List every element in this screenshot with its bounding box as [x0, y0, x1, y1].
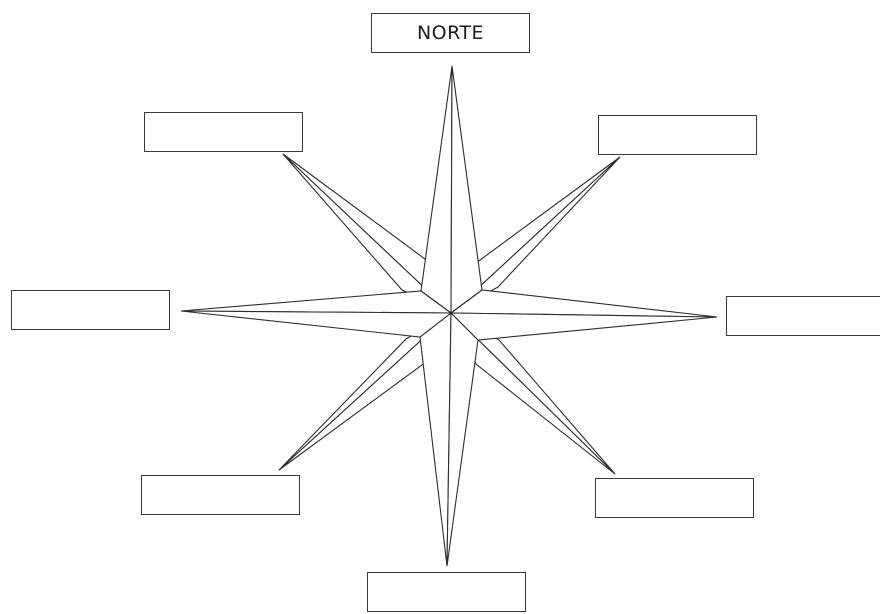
north-label-box[interactable]: NORTE — [371, 13, 530, 53]
northeast-label-box[interactable] — [598, 115, 757, 155]
west-label-box[interactable] — [11, 290, 170, 330]
southeast-label-box[interactable] — [595, 478, 754, 518]
northwest-label-box[interactable] — [144, 112, 303, 152]
east-point — [451, 290, 717, 340]
southwest-label-box[interactable] — [141, 475, 300, 515]
south-label-box[interactable] — [367, 572, 526, 612]
east-label-box[interactable] — [726, 296, 880, 336]
north-point — [421, 66, 482, 313]
west-point — [181, 291, 451, 337]
south-point — [420, 313, 478, 566]
